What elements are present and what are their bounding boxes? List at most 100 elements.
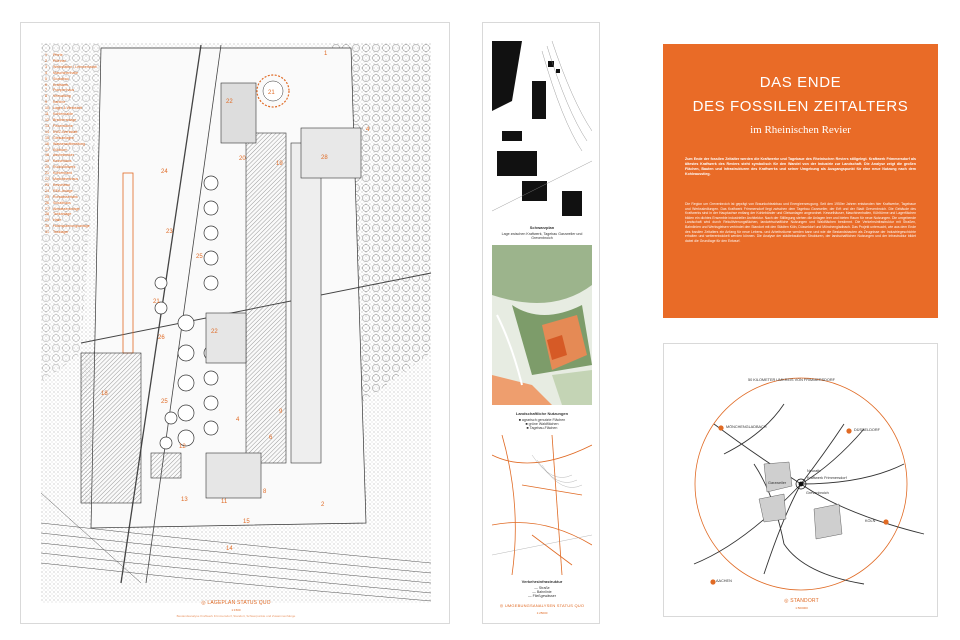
legend-label: Brecheranlage [53,117,77,122]
svg-text:25: 25 [161,399,168,405]
legend-number: 3 [45,64,47,69]
legend-label: REA-Anlage [53,188,73,193]
legend-number: 5 [45,76,47,81]
svg-text:9: 9 [279,409,283,415]
legend-label: Rückkühlwerk [53,165,76,170]
svg-text:28: 28 [321,155,328,161]
location-panel: 50 KILOMETER UMKREIS VON FRIMMERSDORF MÖ… [663,343,938,617]
legend-number: 22 [45,177,49,182]
plan-scale: 1:1500 [231,608,241,612]
legend-item: 22 Maschinenhaus [45,177,97,183]
legend-label: Kesselhaus [53,159,72,164]
map3-title: Verkehrsinfrastruktur [521,579,563,584]
legend-label: Rohwassertank [53,194,78,199]
svg-text:24: 24 [161,169,168,175]
map2-legend-item: ■ Tagebau-Flächen [526,426,558,430]
ring-label: 50 KILOMETER UMKREIS VON FRIMMERSDORF [748,378,835,382]
main-title-line2: DES FOSSILEN ZEITALTERS [692,98,909,115]
svg-text:23: 23 [166,229,173,235]
analysis-strip-panel: Schwarzplan Lage zwischen Kraftwerk, Tag… [482,22,600,624]
legend-label: Aschebunker [53,153,74,158]
legend-number: 21 [45,171,49,176]
town-neurath: Neurath [807,469,821,473]
black-plan-map [492,41,592,221]
legend-number: 11 [45,112,49,117]
legend-item: 24 REA-Anlage [45,189,97,195]
intro-paragraph: Zum Ende der fossilen Zeitalter werden d… [685,157,916,176]
svg-text:19: 19 [276,161,283,167]
svg-text:4: 4 [236,417,240,423]
traffic-map [492,435,592,575]
svg-text:11: 11 [221,499,228,505]
town-garzweiler: Garzweiler [768,481,787,485]
svg-text:14: 14 [226,546,233,552]
svg-text:4: 4 [366,127,370,133]
legend-number: 16 [45,141,49,146]
town-grevenbroich: Grevenbroich [806,491,829,495]
legend-label: Tanklager [53,230,69,235]
legend-label: Kesselbau [53,182,70,187]
svg-text:21: 21 [153,299,160,305]
land-use-map [492,245,592,405]
site-frimmersdorf: Kraftwerk Frimmersdorf [807,476,847,480]
legend-label: Schalthaus [53,200,71,205]
map3-caption: Verkehrsinfrastruktur — Straße — Bahnlin… [492,579,592,598]
legend-label: Kohlenband [53,171,73,176]
legend-label: Verwaltung [53,94,71,99]
map3-legend-item: — Straße [534,586,550,590]
legend-label: Halle [53,218,62,223]
legend-label: Maschinenhalle [53,70,78,75]
strip-caption-text: UMGEBUNGSANALYSEN STATUS QUO [504,603,585,608]
map3-legend-item: — Bahnlinie [532,590,552,594]
legend-label: Werkstätten / Lehrwerkstatt [53,64,97,69]
legend-number: 28 [45,212,49,217]
svg-text:20: 20 [239,156,246,162]
legend-label: Maschinenhaus [53,177,79,182]
map2-legend-item: ■ agrarisch genutzte Flächen [518,418,566,422]
legend-item: 5 Sozialbau [45,77,97,83]
svg-text:1: 1 [324,51,328,57]
svg-text:22: 22 [211,329,218,335]
legend-number: 17 [45,147,49,152]
body-paragraph: Die Region um Grevenbroich ist geprägt v… [685,202,916,243]
legend-label: Hochspannungsanlage [53,224,90,229]
legend-number: 9 [45,100,47,105]
legend-label: Sozialbau [53,76,69,81]
legend-number: 8 [45,94,47,99]
legend-number: 31 [45,230,49,235]
map1-title: Schwarzplan [529,225,555,230]
plan-caption: ◎ LAGEPLAN STATUS QUO [21,600,451,606]
legend-label: Tankanlage [53,212,72,217]
title-text-box: DAS ENDE DES FOSSILEN ZEITALTERS im Rhei… [663,44,938,318]
legend-number: 6 [45,82,47,87]
legend-item: 28 Tankanlage [45,212,97,218]
legend-number: 7 [45,88,47,93]
legend-number: 27 [45,206,49,211]
legend-number: 24 [45,188,49,193]
svg-text:22: 22 [226,99,233,105]
legend-number: 12 [45,117,49,122]
map2-caption: Landschaftliche Nutzungen ■ agrarisch ge… [492,411,592,430]
svg-text:8: 8 [263,489,267,495]
legend-label: Feuerwache [53,123,73,128]
svg-text:21: 21 [268,90,275,96]
map1-subtitle: Lage zwischen Kraftwerk, Tagebau Garzwei… [501,232,583,240]
legend-label: Pforte [53,53,63,57]
